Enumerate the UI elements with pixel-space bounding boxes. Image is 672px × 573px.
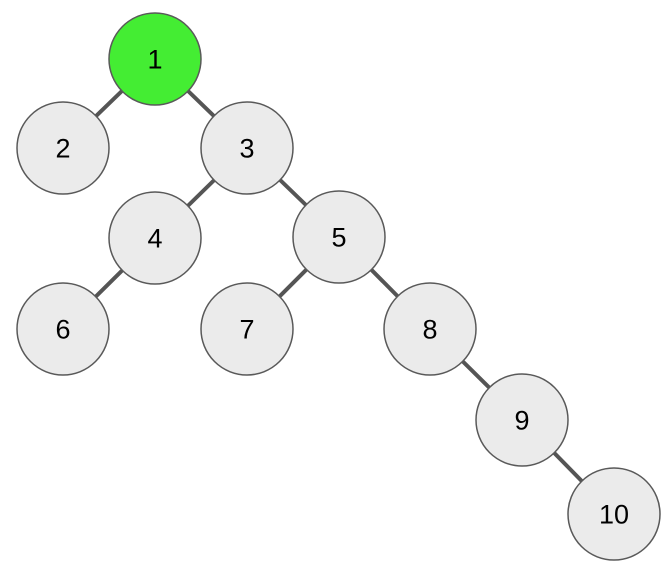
node-circle[interactable]	[16, 101, 110, 195]
node-label: 8	[422, 314, 437, 344]
tree-node-3[interactable]: 3	[200, 101, 294, 195]
tree-node-6[interactable]: 6	[16, 282, 110, 376]
node-circle[interactable]	[108, 191, 202, 285]
node-label: 9	[514, 405, 529, 435]
node-circle[interactable]	[475, 373, 569, 467]
tree-node-2[interactable]: 2	[16, 101, 110, 195]
tree-node-8[interactable]: 8	[383, 282, 477, 376]
node-label: 3	[239, 133, 254, 163]
node-label: 1	[147, 44, 162, 74]
node-circle[interactable]	[383, 282, 477, 376]
node-circle[interactable]	[200, 101, 294, 195]
node-label: 4	[147, 223, 162, 253]
node-circle[interactable]	[200, 282, 294, 376]
tree-node-10[interactable]: 10	[567, 467, 661, 561]
tree-node-5[interactable]: 5	[292, 190, 386, 284]
node-circle[interactable]	[292, 190, 386, 284]
node-circle-highlighted[interactable]	[108, 12, 202, 106]
node-label: 6	[55, 314, 70, 344]
tree-node-4[interactable]: 4	[108, 191, 202, 285]
node-label: 10	[599, 499, 629, 529]
tree-node-9[interactable]: 9	[475, 373, 569, 467]
node-label: 7	[239, 314, 254, 344]
tree-node-7[interactable]: 7	[200, 282, 294, 376]
node-label: 2	[55, 133, 70, 163]
tree-node-1[interactable]: 1	[108, 12, 202, 106]
node-label: 5	[331, 222, 346, 252]
node-circle[interactable]	[16, 282, 110, 376]
node-circle[interactable]	[567, 467, 661, 561]
